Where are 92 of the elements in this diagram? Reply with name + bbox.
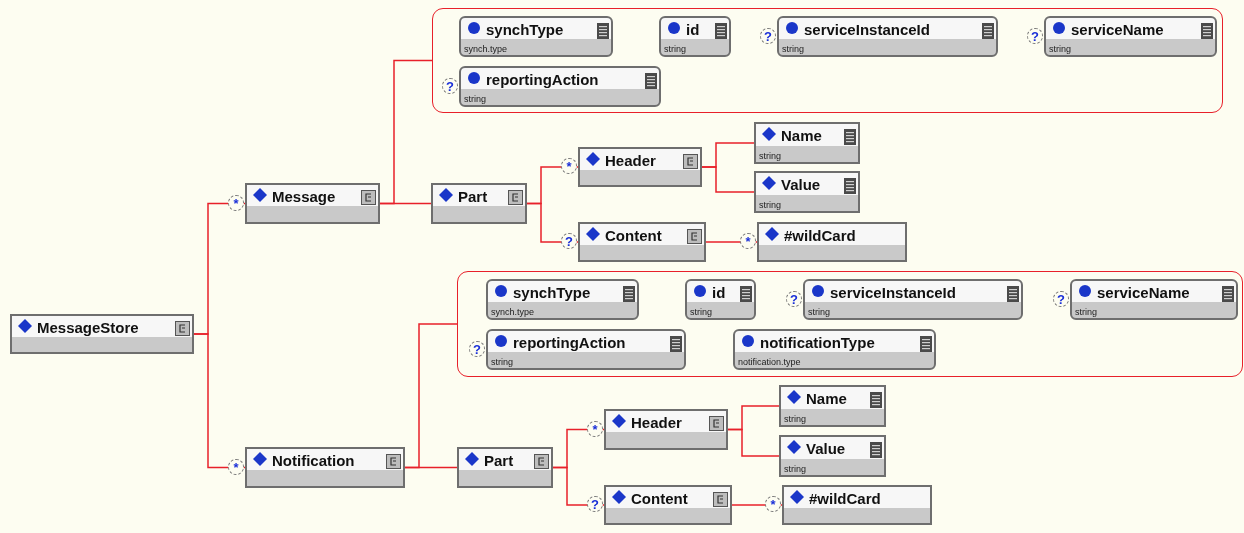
connector-line [731,504,783,506]
element-name: serviceName [1097,283,1190,302]
attribute-box [733,329,936,370]
element-box [10,314,194,354]
attribute-box [1070,279,1238,320]
element-name: Name [806,389,847,408]
occurrence-marker: ? [760,27,776,44]
connector-line [193,333,246,469]
connector-line [705,241,758,243]
type-name: string [808,306,830,318]
type-name: notification.type [738,356,801,368]
occurrence-marker: * [228,458,244,475]
element-box [782,485,932,525]
element-box [578,147,702,187]
element-name: reportingAction [486,70,599,89]
element-name: synchType [486,20,564,39]
attribute-group-box [457,271,1243,377]
element-name: Name [781,126,822,145]
element-name: id [686,20,700,39]
element-name: Message [272,187,336,206]
connector-line [701,166,755,193]
occurrence-marker: ? [442,77,458,94]
connector-line [526,202,579,243]
element-name: serviceName [1071,20,1164,39]
attribute-group-box [432,8,1223,113]
type-name: string [784,413,806,425]
occurrence-marker: * [765,496,781,512]
element-box [578,222,706,262]
element-name: notificationType [760,333,875,352]
attribute-box [486,279,639,320]
element-box [754,171,860,213]
type-name: synch.type [491,306,535,318]
occurrence-marker: ? [1027,27,1043,44]
connector-line [727,428,780,457]
element-box [779,435,886,477]
occurrence-marker: * [587,420,603,437]
occurrence-marker: * [228,194,244,211]
element-name: #wildCard [809,489,881,508]
occurrence-marker: * [561,158,577,174]
element-name: MessageStore [37,318,139,337]
element-box [604,485,732,525]
attribute-box [659,16,731,57]
element-name: serviceInstanceId [830,283,956,302]
connector-line [404,466,458,469]
element-box [245,183,380,224]
element-box [604,409,728,450]
element-box [431,183,527,224]
element-name: Content [605,226,662,245]
attribute-box [685,279,756,320]
attribute-box [459,66,661,107]
element-name: Header [605,151,656,170]
element-name: Part [458,187,488,206]
element-name: synchType [513,283,591,302]
element-name: #wildCard [784,226,856,245]
type-name: string [759,199,781,211]
occurrence-marker: ? [786,290,802,307]
attribute-box [486,329,686,370]
attribute-box [1044,16,1217,57]
element-name: reportingAction [513,333,626,352]
occurrence-marker: * [740,233,756,249]
element-name: Value [806,439,846,458]
type-name: synch.type [464,43,508,55]
element-box [245,447,405,488]
attribute-box [777,16,998,57]
type-name: string [664,43,686,55]
type-name: string [782,43,804,55]
occurrence-marker: ? [561,233,577,249]
element-name: Content [631,489,688,508]
element-name: Header [631,413,682,432]
element-name: Notification [272,451,355,470]
attribute-box [459,16,613,57]
type-name: string [690,306,712,318]
attribute-box [803,279,1023,320]
type-name: string [491,356,513,368]
type-name: string [784,463,806,475]
type-name: string [464,93,486,105]
element-name: Value [781,175,821,194]
connector-line [552,466,605,506]
element-box [457,447,553,488]
element-name: Part [484,451,514,470]
type-name: string [1075,306,1097,318]
element-name: id [712,283,726,302]
element-box [754,122,860,164]
occurrence-marker: ? [587,496,603,512]
element-name: serviceInstanceId [804,20,930,39]
type-name: string [759,150,781,162]
connector-line [379,202,432,205]
occurrence-marker: ? [469,340,485,357]
element-box [757,222,907,262]
element-box [779,385,886,427]
type-name: string [1049,43,1071,55]
occurrence-marker: ? [1053,290,1069,307]
